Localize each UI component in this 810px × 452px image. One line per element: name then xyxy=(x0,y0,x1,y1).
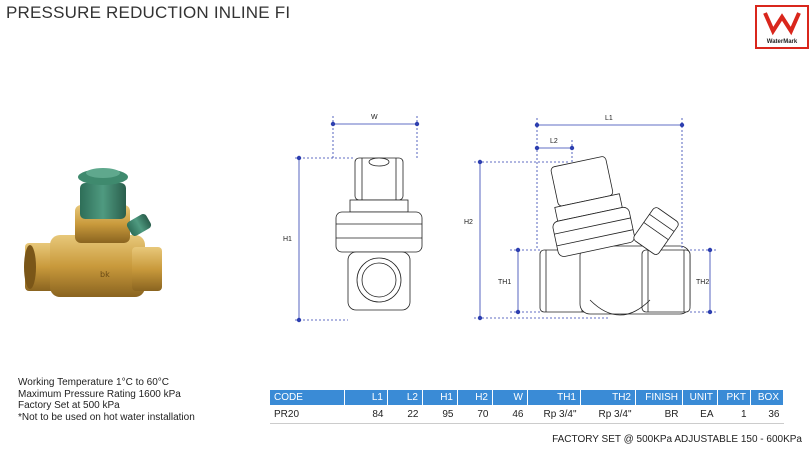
factory-setting-note: FACTORY SET @ 500KPa ADJUSTABLE 150 - 60… xyxy=(552,434,802,445)
table-row: PR20 84 22 95 70 46 Rp 3/4" Rp 3/4" BR E… xyxy=(270,405,784,424)
watermark-logo: WaterMark xyxy=(755,5,809,49)
cell-l1: 84 xyxy=(344,405,388,424)
cell-h1: 95 xyxy=(422,405,458,424)
dim-label-h2: H2 xyxy=(464,219,473,226)
table-header-row: CODE L1 L2 H1 H2 W TH1 TH2 FINISH UNIT P… xyxy=(270,390,784,405)
col-th2: TH2 xyxy=(580,390,636,405)
col-box: BOX xyxy=(750,390,784,405)
cell-unit: EA xyxy=(682,405,718,424)
dim-label-th2: TH2 xyxy=(696,279,709,286)
cell-code: PR20 xyxy=(270,405,345,424)
cell-th2: Rp 3/4" xyxy=(580,405,636,424)
cell-box: 36 xyxy=(750,405,784,424)
col-th1: TH1 xyxy=(527,390,581,405)
dimension-drawing: W H1 L1 L2 H2 TH1 TH2 xyxy=(283,114,718,323)
svg-text:bk: bk xyxy=(100,270,110,279)
cell-w: 46 xyxy=(492,405,528,424)
col-h1: H1 xyxy=(422,390,458,405)
spec-max-pressure: Maximum Pressure Rating 1600 kPa xyxy=(18,388,181,400)
dim-label-h1: H1 xyxy=(283,236,292,243)
dim-label-w: W xyxy=(371,114,378,121)
logo-label: WaterMark xyxy=(766,39,798,45)
col-h2: H2 xyxy=(457,390,493,405)
spec-factory-set: Factory Set at 500 kPa xyxy=(18,400,120,411)
col-l2: L2 xyxy=(387,390,423,405)
page-title: PRESSURE REDUCTION INLINE FI xyxy=(6,3,291,22)
dim-label-l2: L2 xyxy=(550,138,558,145)
col-l1: L1 xyxy=(344,390,388,405)
col-finish: FINISH xyxy=(635,390,683,405)
product-photo: bk xyxy=(24,168,162,297)
col-pkt: PKT xyxy=(717,390,751,405)
dim-label-th1: TH1 xyxy=(498,279,511,286)
spec-working-temperature: Working Temperature 1°C to 60°C xyxy=(18,377,170,388)
specifications: Working Temperature 1°C to 60°C Maximum … xyxy=(18,377,195,423)
spec-hot-water-note: *Not to be used on hot water installatio… xyxy=(18,411,195,423)
col-unit: UNIT xyxy=(682,390,718,405)
cell-l2: 22 xyxy=(387,405,423,424)
col-w: W xyxy=(492,390,528,405)
cell-th1: Rp 3/4" xyxy=(527,405,581,424)
cell-pkt: 1 xyxy=(717,405,751,424)
specification-table: CODE L1 L2 H1 H2 W TH1 TH2 FINISH UNIT P… xyxy=(270,390,784,424)
cell-h2: 70 xyxy=(457,405,493,424)
cell-finish: BR xyxy=(635,405,683,424)
col-code: CODE xyxy=(270,390,345,405)
watermark-w-icon xyxy=(763,12,801,36)
dim-label-l1: L1 xyxy=(605,115,613,122)
